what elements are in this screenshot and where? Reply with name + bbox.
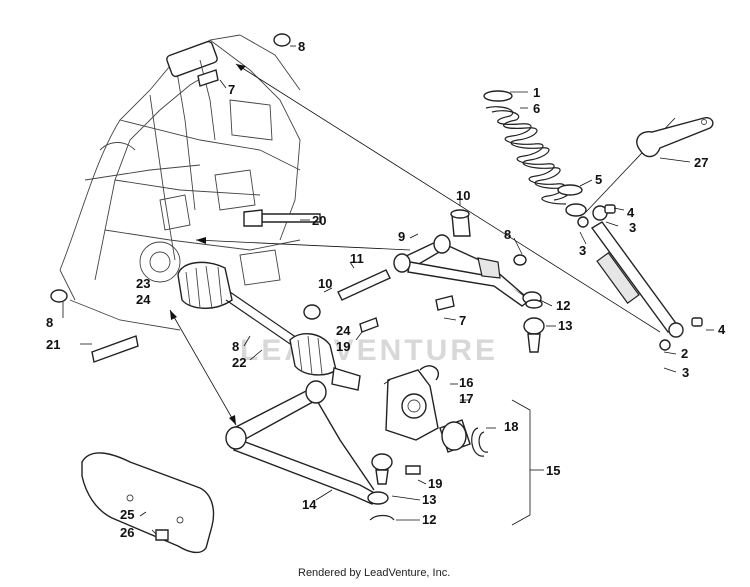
callout-2: 2 [681, 346, 688, 361]
frame-hardware [50, 33, 379, 363]
callout-14: 14 [302, 497, 317, 512]
callout-leaders [62, 45, 714, 535]
callout-12-upper: 12 [556, 298, 570, 313]
callout-10-lower: 10 [318, 276, 332, 291]
callout-8-left: 8 [46, 315, 53, 330]
callout-1: 1 [533, 85, 540, 100]
shock-absorber [577, 204, 703, 351]
callout-20: 20 [312, 213, 326, 228]
callout-10-upper: 10 [456, 188, 470, 203]
callout-5: 5 [595, 172, 602, 187]
render-credit: Rendered by LeadVenture, Inc. [298, 567, 450, 579]
callout-24-right: 24 [336, 323, 351, 338]
callout-11: 11 [350, 251, 364, 266]
callout-19-lower: 19 [428, 476, 442, 491]
callout-12-lower: 12 [422, 512, 436, 527]
callout-16: 16 [459, 375, 473, 390]
lower-a-arm [225, 380, 389, 505]
callout-15: 15 [546, 463, 560, 478]
drive-axle [177, 261, 361, 391]
callout-6: 6 [533, 101, 540, 116]
callout-7-lower: 7 [459, 313, 466, 328]
lower-ball-joint [369, 453, 421, 521]
callout-25: 25 [120, 507, 134, 522]
callout-24-left: 24 [136, 292, 151, 307]
coil-spring [483, 90, 587, 217]
callout-21: 21 [46, 337, 60, 352]
upper-ball-joint [523, 299, 545, 353]
callout-4-upper: 4 [627, 205, 635, 220]
watermark-text: LEADVENTURE [240, 334, 498, 367]
callout-7-upper: 7 [228, 82, 235, 97]
assembly-leaders [169, 63, 676, 426]
callout-26: 26 [120, 525, 134, 540]
callout-17: 17 [459, 391, 473, 406]
steering-knuckle [385, 365, 489, 457]
callout-bracket-15 [511, 399, 544, 526]
skid-plate [81, 452, 215, 554]
callout-13-lower: 13 [422, 492, 436, 507]
callout-3-upper: 3 [629, 220, 636, 235]
callout-8-right: 8 [504, 227, 511, 242]
callout-8-top: 8 [298, 39, 305, 54]
callout-3-lower: 3 [682, 365, 689, 380]
callout-9: 9 [398, 229, 405, 244]
callout-23: 23 [136, 276, 150, 291]
upper-a-arm [393, 234, 542, 307]
callout-8-middle: 8 [232, 339, 239, 354]
callout-labels: 1 2 3 3 3 4 4 5 6 7 7 8 8 8 8 9 10 10 11… [46, 39, 726, 540]
vehicle-frame [59, 34, 301, 331]
callout-13-upper: 13 [558, 318, 572, 333]
callout-19-upper: 19 [336, 339, 350, 354]
watermark: LEADVENTURE [240, 334, 498, 367]
callout-3-middle: 3 [579, 243, 586, 258]
callout-27: 27 [694, 155, 708, 170]
spanner-wrench [636, 116, 714, 158]
callout-18: 18 [504, 419, 518, 434]
callout-4-lower: 4 [718, 322, 726, 337]
callout-22: 22 [232, 355, 246, 370]
